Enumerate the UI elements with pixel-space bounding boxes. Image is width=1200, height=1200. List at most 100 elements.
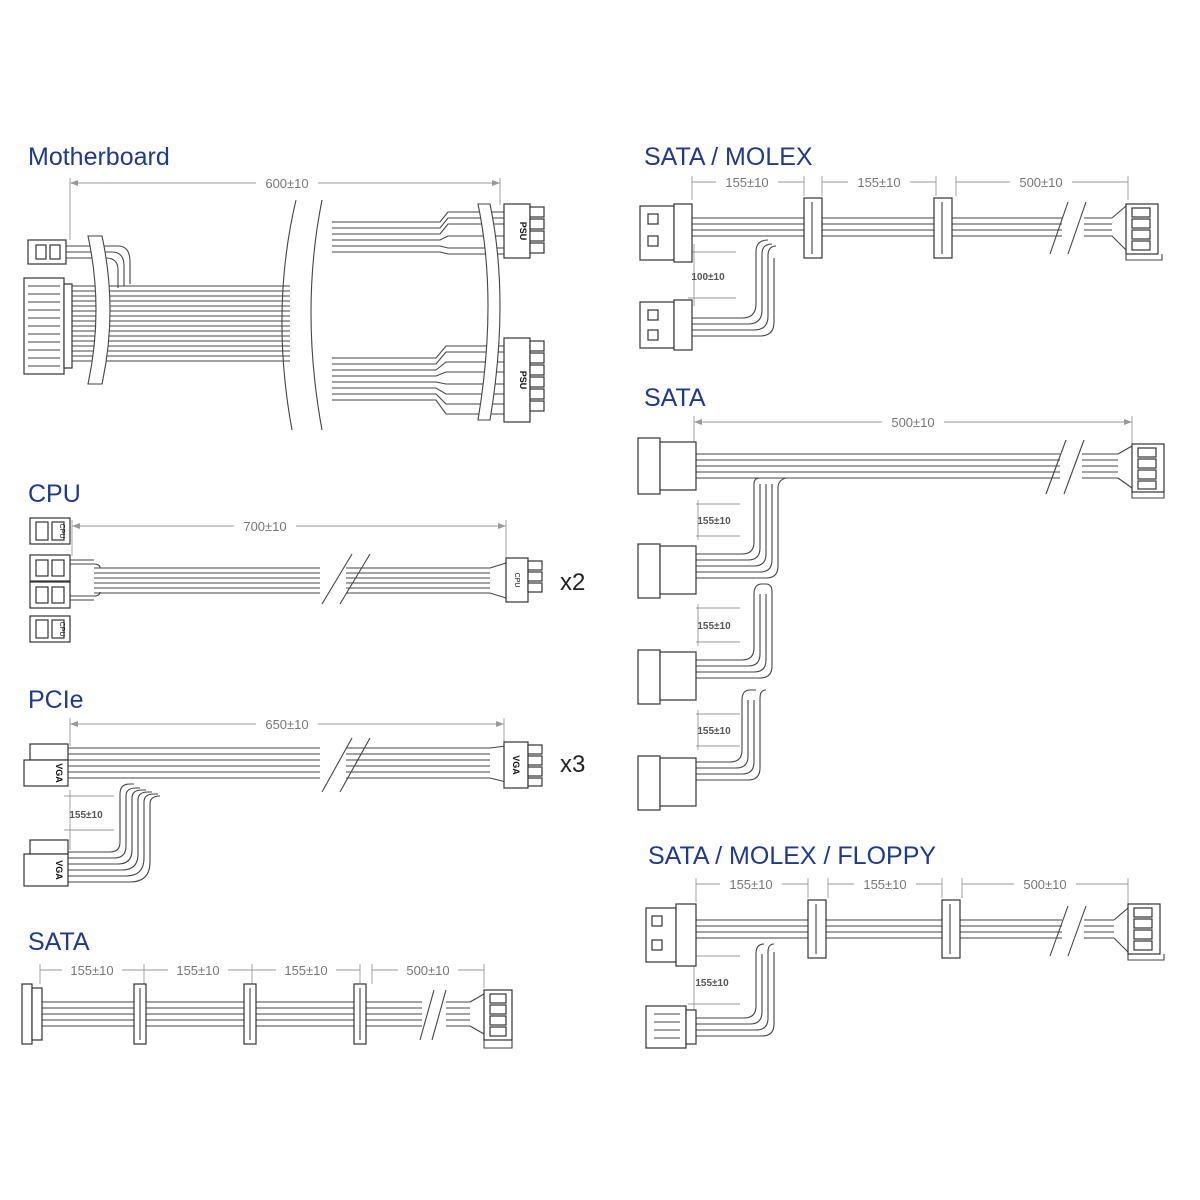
pcie-label-bottom: VGA — [54, 860, 64, 880]
sata-right-branch-2: 155±10 — [697, 621, 731, 632]
cpu-connector-label-top: CPU — [58, 524, 65, 539]
smf-sata-1 — [807, 899, 827, 959]
pcie-vga-connector-bottom: VGA — [23, 839, 69, 887]
motherboard-dimension: 600±10 — [69, 175, 501, 240]
sata-molex-floppy-section: SATA / MOLEX / FLOPPY 155±10 155±10 500±… — [645, 842, 1165, 1049]
sata-molex-seg-2: 155±10 — [857, 175, 900, 190]
sata-right-wires — [696, 445, 1133, 781]
pcie-label-top: VGA — [54, 763, 64, 783]
smf-seg-1: 155±10 — [729, 877, 772, 892]
sata-right-break — [1045, 439, 1085, 495]
pcie-wires — [68, 745, 507, 883]
sata-molex-dimensions: 155±10 155±10 500±10 — [691, 174, 1129, 200]
smf-wires — [694, 907, 1129, 1037]
pcie-plug-label: VGA — [511, 755, 521, 775]
psu-label-top: PSU — [518, 222, 528, 241]
sata-left-plug — [483, 989, 513, 1049]
sata-left-dimensions: 155±10 155±10 155±10 500±10 — [39, 962, 485, 988]
pcie-vga-connector-top: VGA — [23, 743, 69, 787]
cpu-wires — [70, 562, 507, 599]
pcie-plug: VGA — [503, 741, 543, 789]
smf-branch-length: 155±10 — [695, 978, 729, 989]
sata-left-connector-2 — [133, 983, 147, 1045]
pcie-section: PCIe 650±10 VGA — [23, 686, 585, 887]
sata-right-dimension: 500±10 — [693, 414, 1133, 444]
sata-molex-seg-1: 155±10 — [725, 175, 768, 190]
smf-seg-2: 155±10 — [863, 877, 906, 892]
sata-molex-wires — [692, 205, 1127, 337]
sata-molex-floppy-title: SATA / MOLEX / FLOPPY — [648, 842, 936, 870]
smf-plug — [1127, 903, 1165, 961]
motherboard-length: 600±10 — [265, 176, 308, 191]
cpu-plug-label: CPU — [513, 573, 520, 588]
cpu-length: 700±10 — [243, 519, 286, 534]
cpu-connector-label-bottom: CPU — [58, 622, 65, 637]
sata-molex-section: SATA / MOLEX 155±10 155±10 500±10 — [639, 143, 1163, 351]
sata-molex-break — [1049, 201, 1087, 255]
pcie-branch-dimension: 155±10 — [64, 790, 114, 850]
cpu-multiplier: x2 — [560, 569, 585, 596]
motherboard-break-mid — [281, 199, 323, 431]
sata-right-title: SATA — [644, 384, 706, 412]
smf-floppy-connector — [645, 1005, 697, 1049]
motherboard-psu-plug-top: PSU — [503, 203, 545, 259]
sata-left-seg-1: 155±10 — [70, 963, 113, 978]
cpu-eps-connector-bottom: CPU — [29, 615, 71, 643]
sata-left-wires — [42, 993, 485, 1035]
motherboard-psu-plug-bottom: PSU — [503, 337, 545, 423]
sata-molex-floppy-dimensions: 155±10 155±10 500±10 — [695, 876, 1129, 904]
cpu-eps-connector-middle — [29, 554, 94, 609]
sata-right-connector-1 — [637, 437, 697, 495]
sata-left-seg-4: 500±10 — [406, 963, 449, 978]
sata-right-connector-3 — [637, 649, 697, 705]
sata-left-break — [419, 989, 447, 1041]
motherboard-section: Motherboard 600±10 — [23, 143, 545, 431]
smf-sata-2 — [941, 899, 961, 959]
molex-connector-bottom — [639, 299, 693, 351]
sata-molex-branch-dimension: 100±10 — [688, 244, 736, 306]
sata-left-section: SATA 155±10 155±10 155±10 500±10 — [21, 928, 513, 1049]
motherboard-title: Motherboard — [28, 143, 170, 171]
cpu-section: CPU 700±10 CPU CPU — [28, 480, 585, 643]
motherboard-break-right — [477, 203, 501, 421]
sata-left-connector-4 — [353, 983, 367, 1045]
sata-molex-sata-2 — [933, 197, 953, 259]
pcie-title: PCIe — [28, 686, 84, 714]
molex-connector-top — [639, 203, 693, 263]
sata-right-branch-1: 155±10 — [697, 516, 731, 527]
cpu-plug: CPU — [505, 557, 543, 603]
sata-molex-branch-length: 100±10 — [691, 272, 725, 283]
motherboard-break-left — [87, 235, 111, 385]
sata-right-branch-dimensions: 155±10 155±10 155±10 — [696, 500, 740, 750]
sata-right-length: 500±10 — [891, 415, 934, 430]
pcie-length: 650±10 — [265, 717, 308, 732]
smf-seg-3: 500±10 — [1023, 877, 1066, 892]
sata-left-connector-3 — [243, 983, 257, 1045]
sata-right-connector-2 — [637, 543, 697, 599]
pcie-multiplier: x3 — [560, 751, 585, 778]
sata-left-seg-3: 155±10 — [284, 963, 327, 978]
pcie-branch-length: 155±10 — [69, 810, 103, 821]
smf-break — [1049, 905, 1087, 957]
smf-molex-connector — [645, 903, 697, 967]
sata-left-title: SATA — [28, 928, 90, 956]
sata-molex-seg-3: 500±10 — [1019, 175, 1062, 190]
pcie-dimension: 650±10 — [69, 716, 505, 746]
cpu-break — [321, 553, 371, 605]
psu-label-bottom: PSU — [518, 371, 528, 390]
sata-left-seg-2: 155±10 — [176, 963, 219, 978]
cpu-title: CPU — [28, 480, 81, 508]
sata-right-plug — [1131, 443, 1165, 499]
sata-molex-plug — [1125, 203, 1163, 261]
cpu-dimension: 700±10 — [71, 518, 507, 558]
sata-left-connector-1 — [21, 983, 43, 1045]
sata-right-connector-4 — [637, 755, 697, 811]
sata-right-branch-3: 155±10 — [697, 726, 731, 737]
sata-molex-sata-1 — [803, 197, 823, 259]
cpu-eps-connector-top: CPU — [29, 517, 71, 545]
pcie-break — [321, 737, 371, 793]
sata-right-section: SATA 500±10 — [637, 384, 1165, 811]
sata-molex-title: SATA / MOLEX — [644, 143, 813, 171]
motherboard-atx-connector — [23, 239, 73, 375]
